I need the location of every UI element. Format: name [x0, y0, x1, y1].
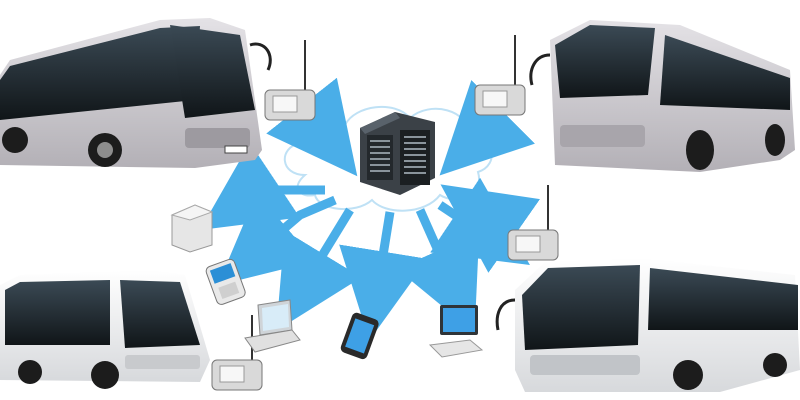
arrows: [200, 77, 541, 341]
bus-bottom-right: [495, 258, 800, 392]
desktop-computer-icon: [428, 305, 484, 358]
gps-tracker-icon: [474, 35, 526, 116]
arrow-tracker-bl-to-cloud: [430, 177, 530, 265]
gps-tracker-icon: [507, 185, 559, 261]
bus-top-right: [529, 20, 795, 172]
router-icon: [170, 204, 214, 253]
arrow-cloud-to-desktop: [396, 208, 480, 333]
gps-tracker-icon: [211, 315, 263, 391]
gps-tracker-icon: [264, 40, 316, 121]
arrow-tracker-tr-to-server: [439, 79, 536, 176]
server-rack-icon: [360, 112, 435, 195]
laptop-icon: [244, 299, 301, 353]
smartphone-icon: [340, 312, 379, 360]
handheld-terminal-icon: [205, 258, 246, 305]
arrow-cloud-to-laptop: [276, 207, 362, 331]
arrow-cloud-to-handheld: [217, 192, 337, 286]
arrow-cloud-to-phone: [339, 211, 429, 341]
bus-bottom-left: [0, 270, 210, 389]
bus-top-left: [0, 18, 272, 168]
